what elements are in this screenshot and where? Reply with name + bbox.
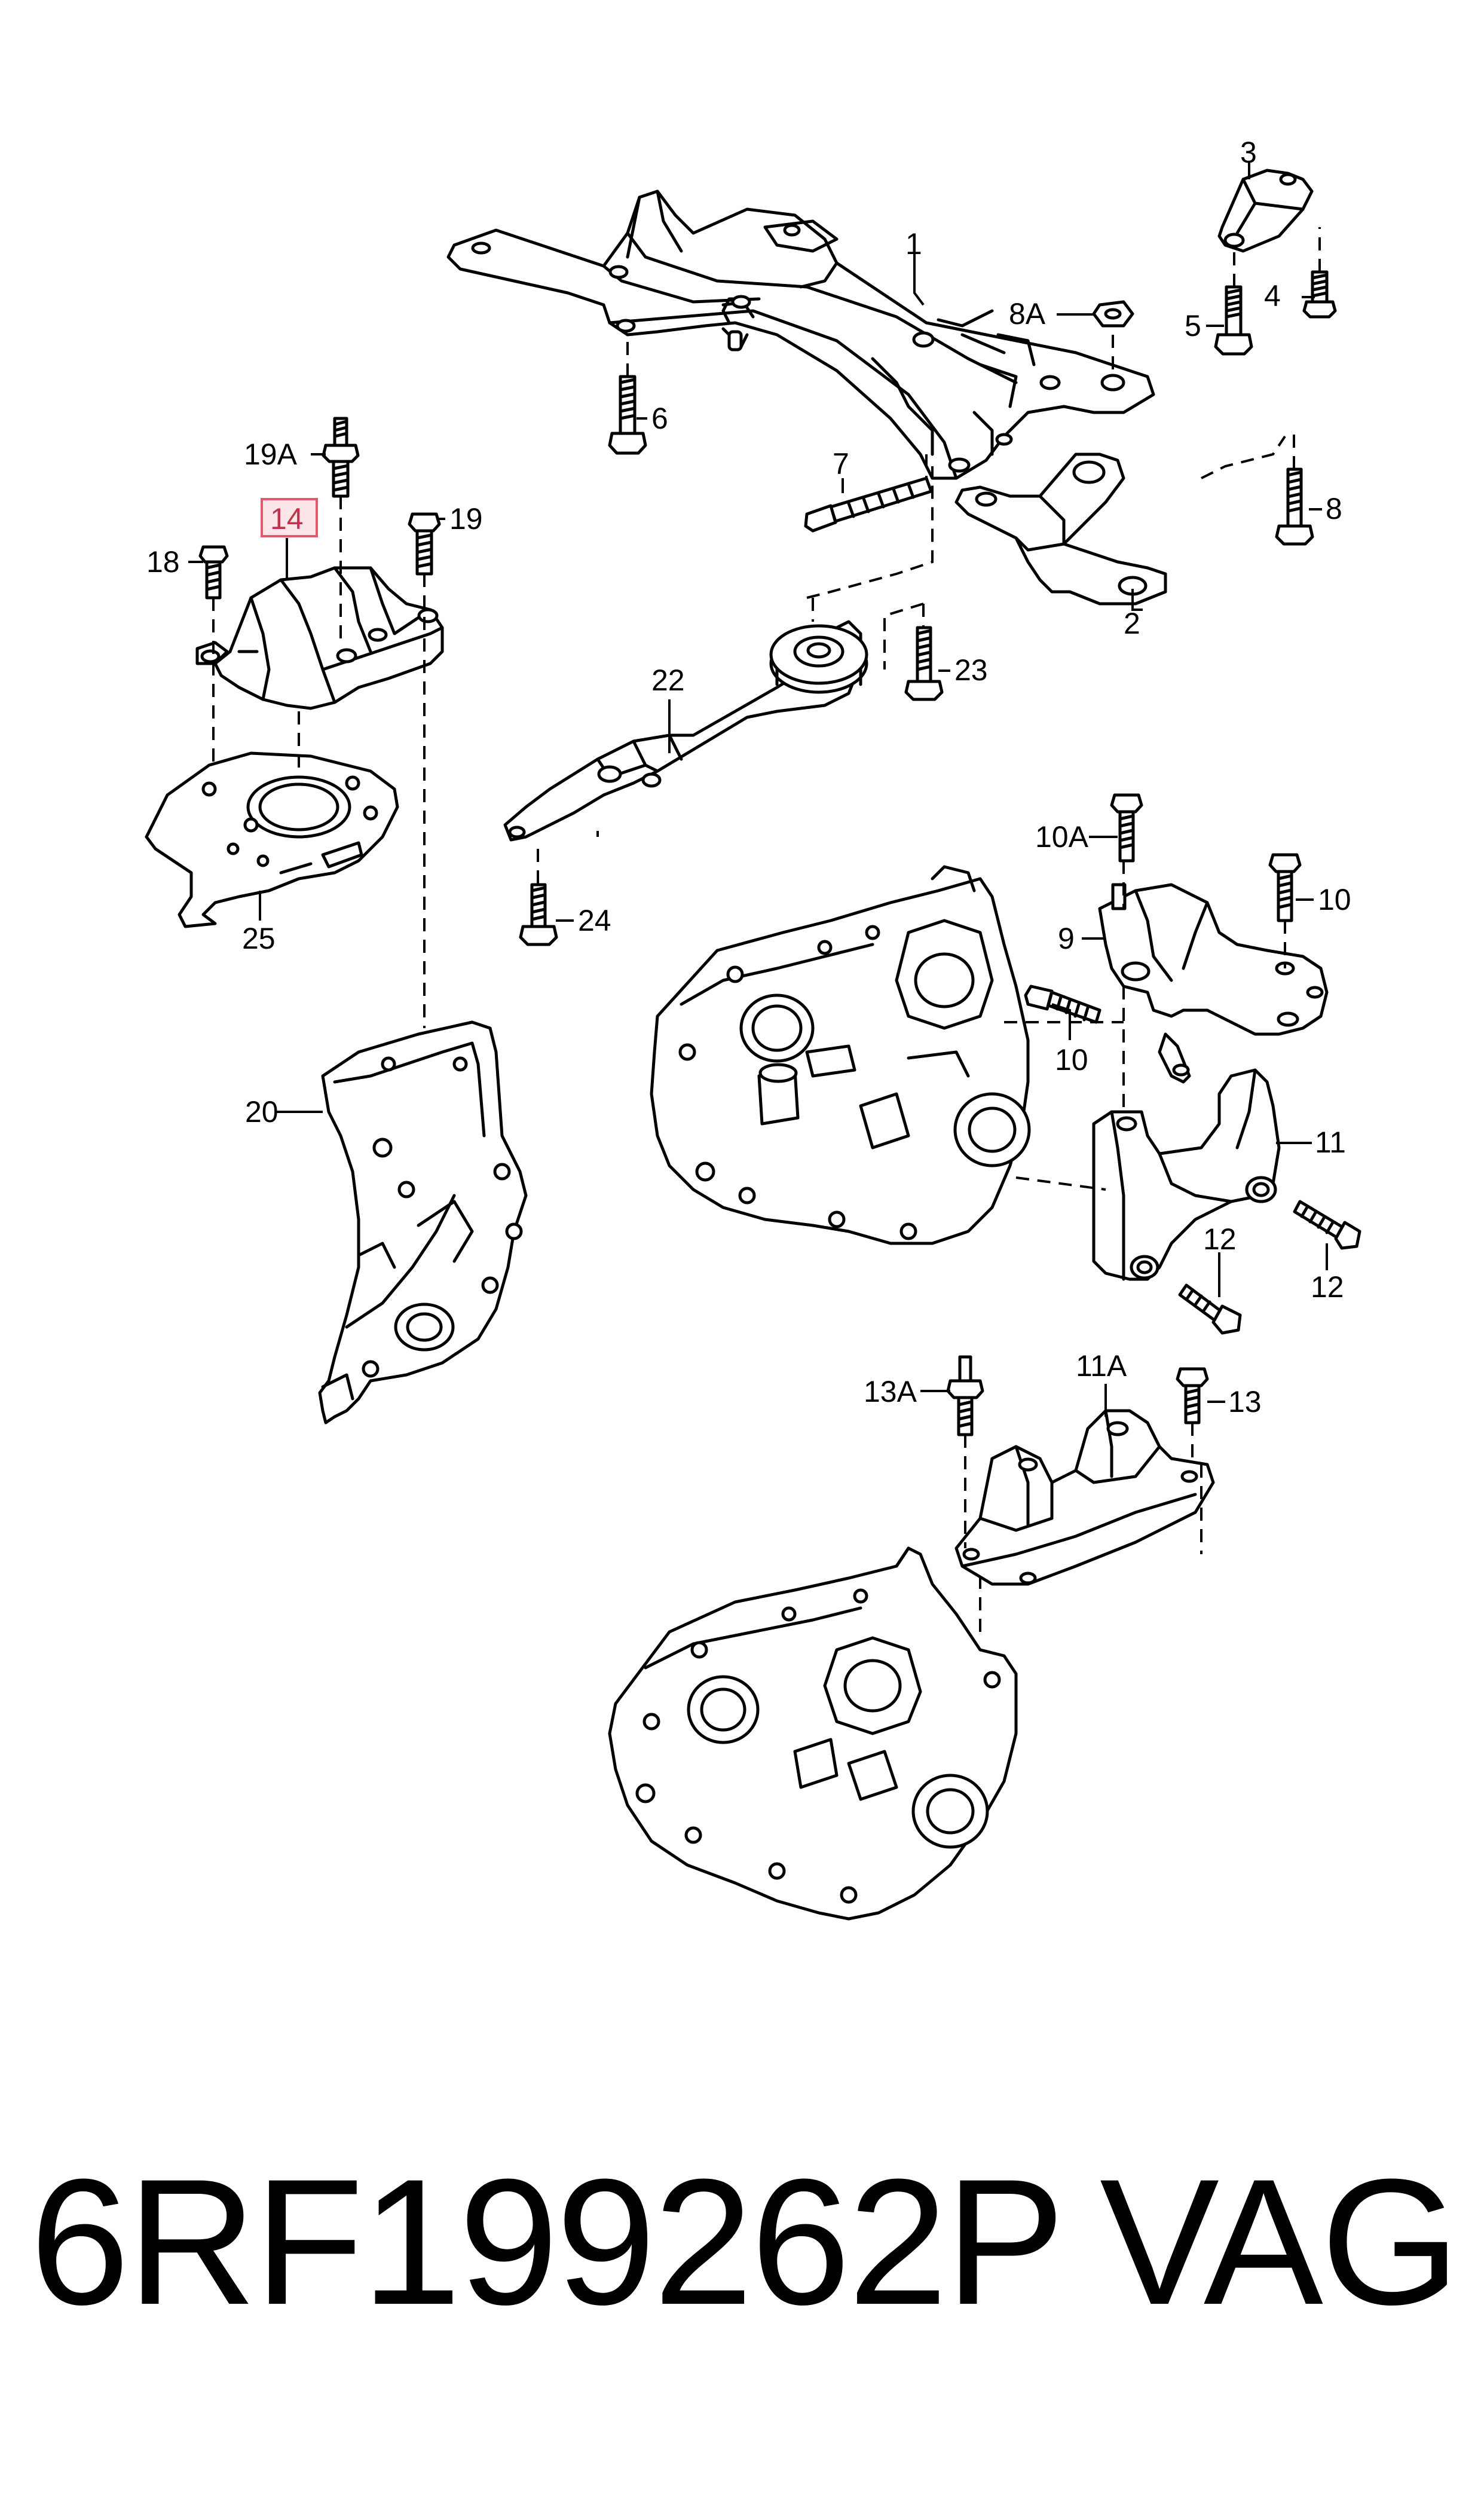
bolt-part-23 [904,626,944,701]
bolt-part-8 [1275,467,1314,546]
callout-8a: 8A [1009,297,1046,331]
callout-11a: 11A [1076,1349,1127,1383]
bolt-part-10-lower [1024,985,1101,1024]
bolt-part-7 [804,476,933,533]
bolt-part-13a [946,1355,984,1436]
gearbox-mount-part-11a [954,1409,1215,1586]
callout-10-right: 10 [1318,883,1351,916]
callout-6: 6 [651,402,668,435]
callout-13a: 13A [864,1375,917,1408]
callout-24: 24 [578,904,611,937]
callout-19a: 19A [244,438,298,471]
gearbox-lower [608,1546,1018,1921]
callout-18: 18 [146,545,180,579]
callout-14: 14 [270,502,304,536]
callout-22: 22 [651,664,685,697]
callout-5: 5 [1185,309,1201,343]
callout-23: 23 [954,653,988,687]
bolt-part-10a [1110,793,1143,863]
subframe-part-1 [446,189,1155,480]
brand-name: VAG [1100,2141,1460,2342]
callout-13: 13 [1228,1385,1262,1419]
callout-19: 19 [449,502,483,536]
gearbox-upper [650,865,1031,1245]
exploded-parts-diagram: 1 2 3 4 5 6 7 8 8A 9 10A 10 10 11 11A 12… [145,136,1361,1921]
bolt-part-12-right [1293,1200,1361,1250]
gearbox-bracket-part-11 [1092,1068,1281,1281]
bolt-part-18 [198,545,229,600]
bolt-part-4 [1302,270,1337,319]
callout-2: 2 [1124,607,1140,640]
alignment-lines [212,227,1321,1632]
bolt-part-13 [1176,1367,1209,1424]
control-arm-part-2 [954,453,1167,606]
nut-part-8a [1092,300,1134,328]
callout-12-left: 12 [1203,1222,1237,1256]
torque-rod-part-22 [503,620,868,842]
highlight-box [261,498,318,537]
bolt-part-5 [1214,285,1253,356]
callout-1: 1 [905,227,922,261]
callout-4: 4 [1264,279,1281,313]
callout-20: 20 [245,1095,279,1129]
bolt-part-19 [408,512,441,576]
bolt-part-24 [519,883,558,946]
bolt-part-19a [322,417,360,498]
callout-labels: 1 2 3 4 5 6 7 8 8A 9 10A 10 10 11 11A 12… [146,136,1351,1419]
callout-10-left: 10 [1055,1043,1088,1077]
callout-9: 9 [1058,922,1075,955]
leader-lines [188,161,1328,1417]
callout-11: 11 [1315,1126,1346,1159]
timing-cover-part-20 [318,1020,528,1424]
callout-7: 7 [833,447,849,481]
bolt-part-12-lower [1178,1283,1242,1335]
heat-shield-part-25 [145,751,399,928]
bracket-part-3 [1217,169,1314,253]
callout-25: 25 [242,922,276,955]
callout-10a: 10A [1035,820,1089,854]
part-number: 6RF199262P [30,2141,1065,2342]
callout-8: 8 [1326,492,1342,525]
bolt-part-10-upper [1268,853,1302,922]
engine-mount-part-14 [195,566,444,710]
bolt-part-6 [608,375,647,455]
callout-12-right: 12 [1311,1270,1344,1304]
callout-3: 3 [1240,136,1257,169]
